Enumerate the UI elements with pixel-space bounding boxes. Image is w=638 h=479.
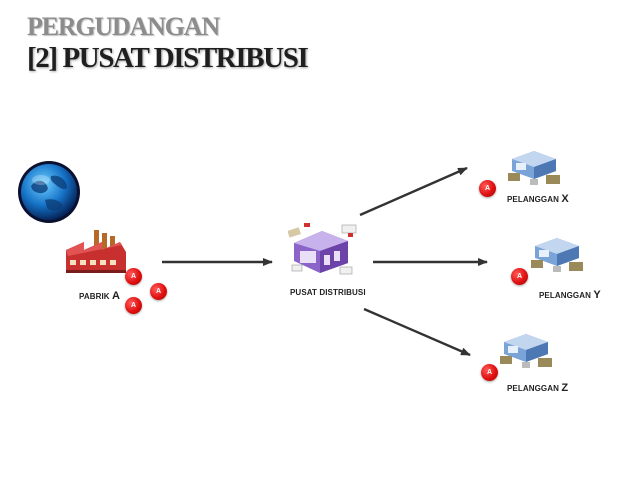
slide-title-top: PERGUDANGAN xyxy=(27,12,220,41)
arrow-center-to-customer-x xyxy=(359,166,468,217)
factory-badge-1: A xyxy=(125,268,142,285)
factory-label-text: PABRIK xyxy=(79,292,110,301)
arrow-center-to-customer-z xyxy=(363,307,471,357)
customer-z-label: PELANGGAN Z xyxy=(507,382,568,394)
slide-title-main: [2] PUSAT DISTRIBUSI xyxy=(27,42,309,74)
customer-y-label: PELANGGAN Y xyxy=(539,289,601,301)
globe-icon xyxy=(18,161,80,223)
customer-y-label-text: PELANGGAN xyxy=(539,291,592,300)
factory-icon xyxy=(66,230,126,273)
customer-y-badge: A xyxy=(511,268,528,285)
factory-letter: A xyxy=(112,290,121,302)
center-label: PUSAT DISTRIBUSI xyxy=(290,288,366,297)
factory-badge-2: A xyxy=(150,283,167,300)
factory-badge-3: A xyxy=(125,297,142,314)
store-icon-x xyxy=(508,151,560,185)
customer-x-label: PELANGGAN X xyxy=(507,193,569,205)
customer-z-badge: A xyxy=(481,364,498,381)
customer-x-label-text: PELANGGAN xyxy=(507,195,560,204)
customer-y-letter: Y xyxy=(593,289,601,301)
customer-x-badge: A xyxy=(479,180,496,197)
customer-z-label-text: PELANGGAN xyxy=(507,384,560,393)
customer-x-letter: X xyxy=(561,193,569,205)
store-icon-y xyxy=(531,238,583,272)
store-icon-z xyxy=(500,334,552,368)
distribution-center-icon xyxy=(288,223,357,275)
factory-label: PABRIK A xyxy=(79,290,120,302)
customer-z-letter: Z xyxy=(561,382,569,394)
